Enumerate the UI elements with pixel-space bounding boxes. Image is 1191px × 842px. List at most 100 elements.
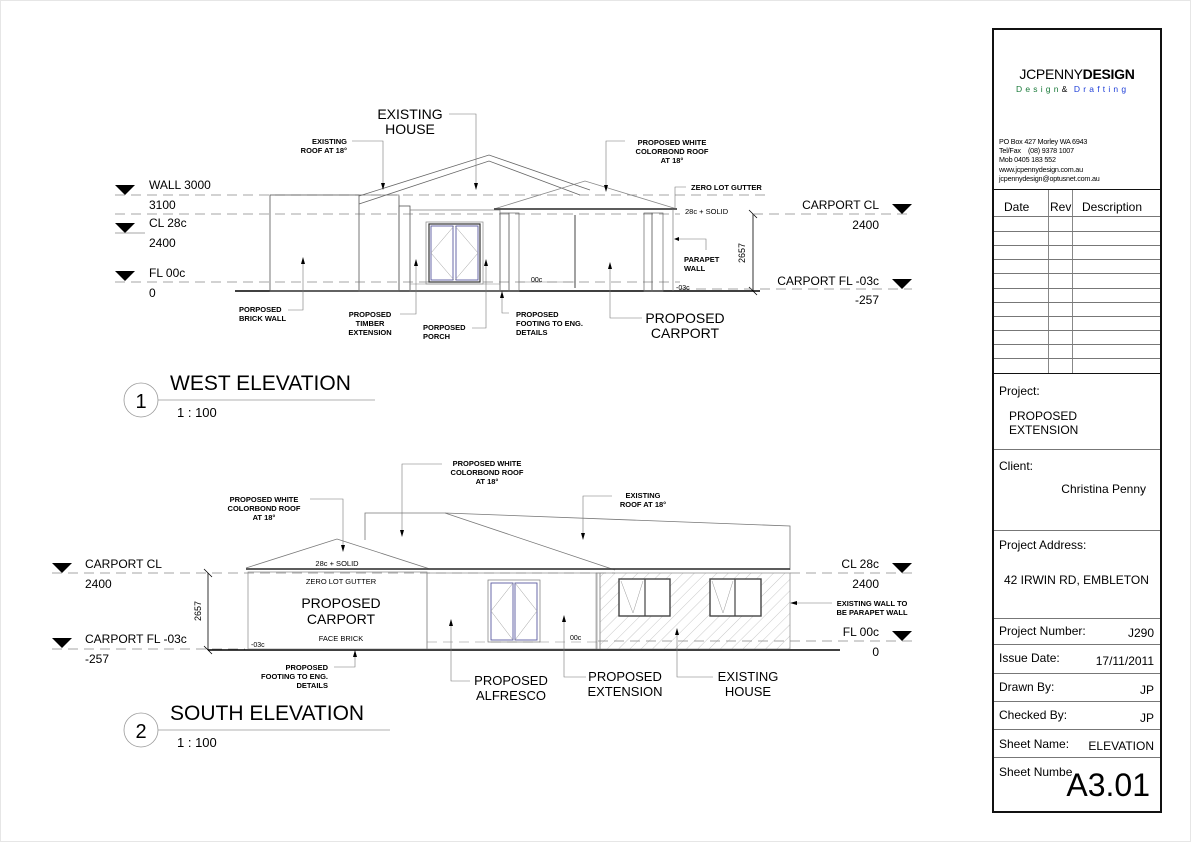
issue-date-label: Issue Date: [999,651,1060,665]
level-label: FL 00c [149,266,185,280]
level-triangle-icon [52,563,72,573]
callout-proposed-carport: PROPOSED CARPORT [608,262,725,341]
callout-footing: PROPOSED FOOTING TO ENG. DETAILS [500,291,583,337]
svg-text:ROOF AT 18°: ROOF AT 18° [301,146,347,155]
callout-proposed-roof-main: PROPOSED WHITE COLORBOND ROOF AT 18° [400,459,524,537]
table-row [994,316,1160,317]
level-value: 3100 [149,198,176,212]
company-tagline: Design& Drafting [1016,84,1130,94]
svg-text:PORCH: PORCH [423,332,450,341]
table-row [994,302,1160,303]
level-value: 0 [149,286,156,300]
svg-text:FOOTING TO ENG.: FOOTING TO ENG. [261,672,328,681]
level-label: CARPORT FL -03c [85,632,187,646]
svg-text:EXISTING: EXISTING [312,137,347,146]
svg-text:PROPOSED: PROPOSED [645,310,724,326]
contact-website[interactable]: www.jcpennydesign.com.au [999,164,1083,174]
callout-footing: PROPOSED FOOTING TO ENG. DETAILS [261,650,357,690]
drawn-by-label: Drawn By: [999,680,1055,694]
svg-text:EXISTING: EXISTING [377,106,442,122]
west-elevation: WALL 3000 3100 CL 28c 2400 FL 00c 0 [115,106,912,420]
level-value: 0 [872,645,879,659]
svg-text:ROOF AT 18°: ROOF AT 18° [620,500,666,509]
contact-phone: Tel/Fax (08) 9378 1007 [999,146,1074,156]
svg-text:ALFRESCO: ALFRESCO [476,688,546,703]
level-label: CARPORT FL -03c [777,274,879,288]
elevation-drawings: WALL 3000 3100 CL 28c 2400 FL 00c 0 [52,106,912,750]
table-row [994,259,1160,260]
svg-text:ZERO LOT GUTTER: ZERO LOT GUTTER [691,183,762,192]
contact-mobile: Mob 0405 183 552 [999,155,1056,165]
svg-text:PROPOSED: PROPOSED [349,310,392,319]
view-title: WEST ELEVATION [170,372,351,395]
svg-text:EXTENSION: EXTENSION [587,684,662,699]
floor-mark: -03c [676,285,690,292]
svg-text:COLORBOND ROOF: COLORBOND ROOF [228,504,301,513]
callout-existing-roof: EXISTING ROOF AT 18° [301,137,385,190]
project-name: PROPOSED [1009,409,1078,423]
callout-parapet: PARAPET WALL [674,237,720,273]
level-marker-carport-fl: CARPORT FL -03c -257 [680,274,912,307]
contact-details: PO Box 427 Morley WA 6943 Tel/Fax (08) 9… [999,137,1100,183]
svg-text:HOUSE: HOUSE [725,684,772,699]
table-row [994,330,1160,331]
view-title-west: 1 WEST ELEVATION 1 : 100 [123,372,375,420]
svg-text:AT 18°: AT 18° [661,156,684,165]
level-value: -257 [855,293,879,307]
view-number: 2 [135,721,146,743]
project-label: Project: [999,384,1040,398]
table-row [994,288,1160,289]
view-number: 1 [135,391,146,413]
level-marker-wall: WALL 3000 3100 [115,178,770,212]
callout-proposed-alfresco: PROPOSED ALFRESCO [449,619,548,703]
table-row [994,216,1160,217]
south-elevation: CARPORT CL 2400 CARPORT FL -03c -257 265… [52,459,912,750]
svg-text:PROPOSED: PROPOSED [474,673,548,688]
sheet-name: ELEVATION [1088,739,1154,753]
column-header-rev: Rev [1050,200,1072,214]
level-marker-carport-fl: CARPORT FL -03c -257 [52,632,245,666]
callout-timber-extension: PROPOSED TIMBER EXTENSION [348,259,418,337]
project-number-label: Project Number: [999,624,1086,638]
svg-text:PROPOSED: PROPOSED [285,663,328,672]
level-value: 2400 [852,577,879,591]
callout-zero-lot-gutter: ZERO LOT GUTTER [674,183,762,210]
level-value: -257 [85,652,109,666]
view-scale: 1 : 100 [177,405,217,420]
column-header-date: Date [1004,200,1030,214]
callout-proposed-extension: PROPOSED EXTENSION [562,615,663,699]
level-triangle-icon [892,631,912,641]
level-marker-cl: CL 28c 2400 [790,557,912,591]
level-label: CL 28c [841,557,879,571]
level-value: 2400 [852,218,879,232]
callout-proposed-roof-carport: PROPOSED WHITE COLORBOND ROOF AT 18° [228,495,345,552]
svg-text:TIMBER: TIMBER [356,319,385,328]
dimension-label: 2657 [193,601,203,621]
view-title-south: 2 SOUTH ELEVATION 1 : 100 [123,702,390,750]
svg-text:WALL: WALL [684,264,706,273]
table-row [994,344,1160,345]
level-label: WALL 3000 [149,178,211,192]
callout-proposed-roof: PROPOSED WHITE COLORBOND ROOF AT 18° [604,138,709,192]
svg-text:AT 18°: AT 18° [253,513,276,522]
level-value: 2400 [149,236,176,250]
svg-text:PROPOSED WHITE: PROPOSED WHITE [638,138,707,147]
level-marker-fl: FL 00c 0 [598,625,912,659]
svg-text:PROPOSED WHITE: PROPOSED WHITE [453,459,522,468]
svg-text:PORPOSED: PORPOSED [239,305,282,314]
svg-text:FOOTING TO ENG.: FOOTING TO ENG. [516,319,583,328]
svg-text:HOUSE: HOUSE [385,121,435,137]
table-row [994,245,1160,246]
issue-date: 17/11/2011 [1095,654,1154,668]
project-address: 42 IRWIN RD, EMBLETON [1004,573,1149,587]
column-header-description: Description [1082,200,1143,214]
callout-zero-lot-gutter: ZERO LOT GUTTER [306,577,377,586]
drawn-by: JP [1139,683,1154,697]
level-label: CARPORT CL [85,557,162,571]
contact-email[interactable]: jcpennydesign@optusnet.com.au [999,173,1100,183]
level-triangle-icon [115,185,135,195]
title-block: JCPENNYDESIGN Design& Drafting PO Box 42… [992,28,1162,813]
carport-title: CARPORT [307,611,376,627]
callout-existing-house: EXISTING HOUSE [377,106,478,190]
project-name: EXTENSION [1009,423,1079,437]
